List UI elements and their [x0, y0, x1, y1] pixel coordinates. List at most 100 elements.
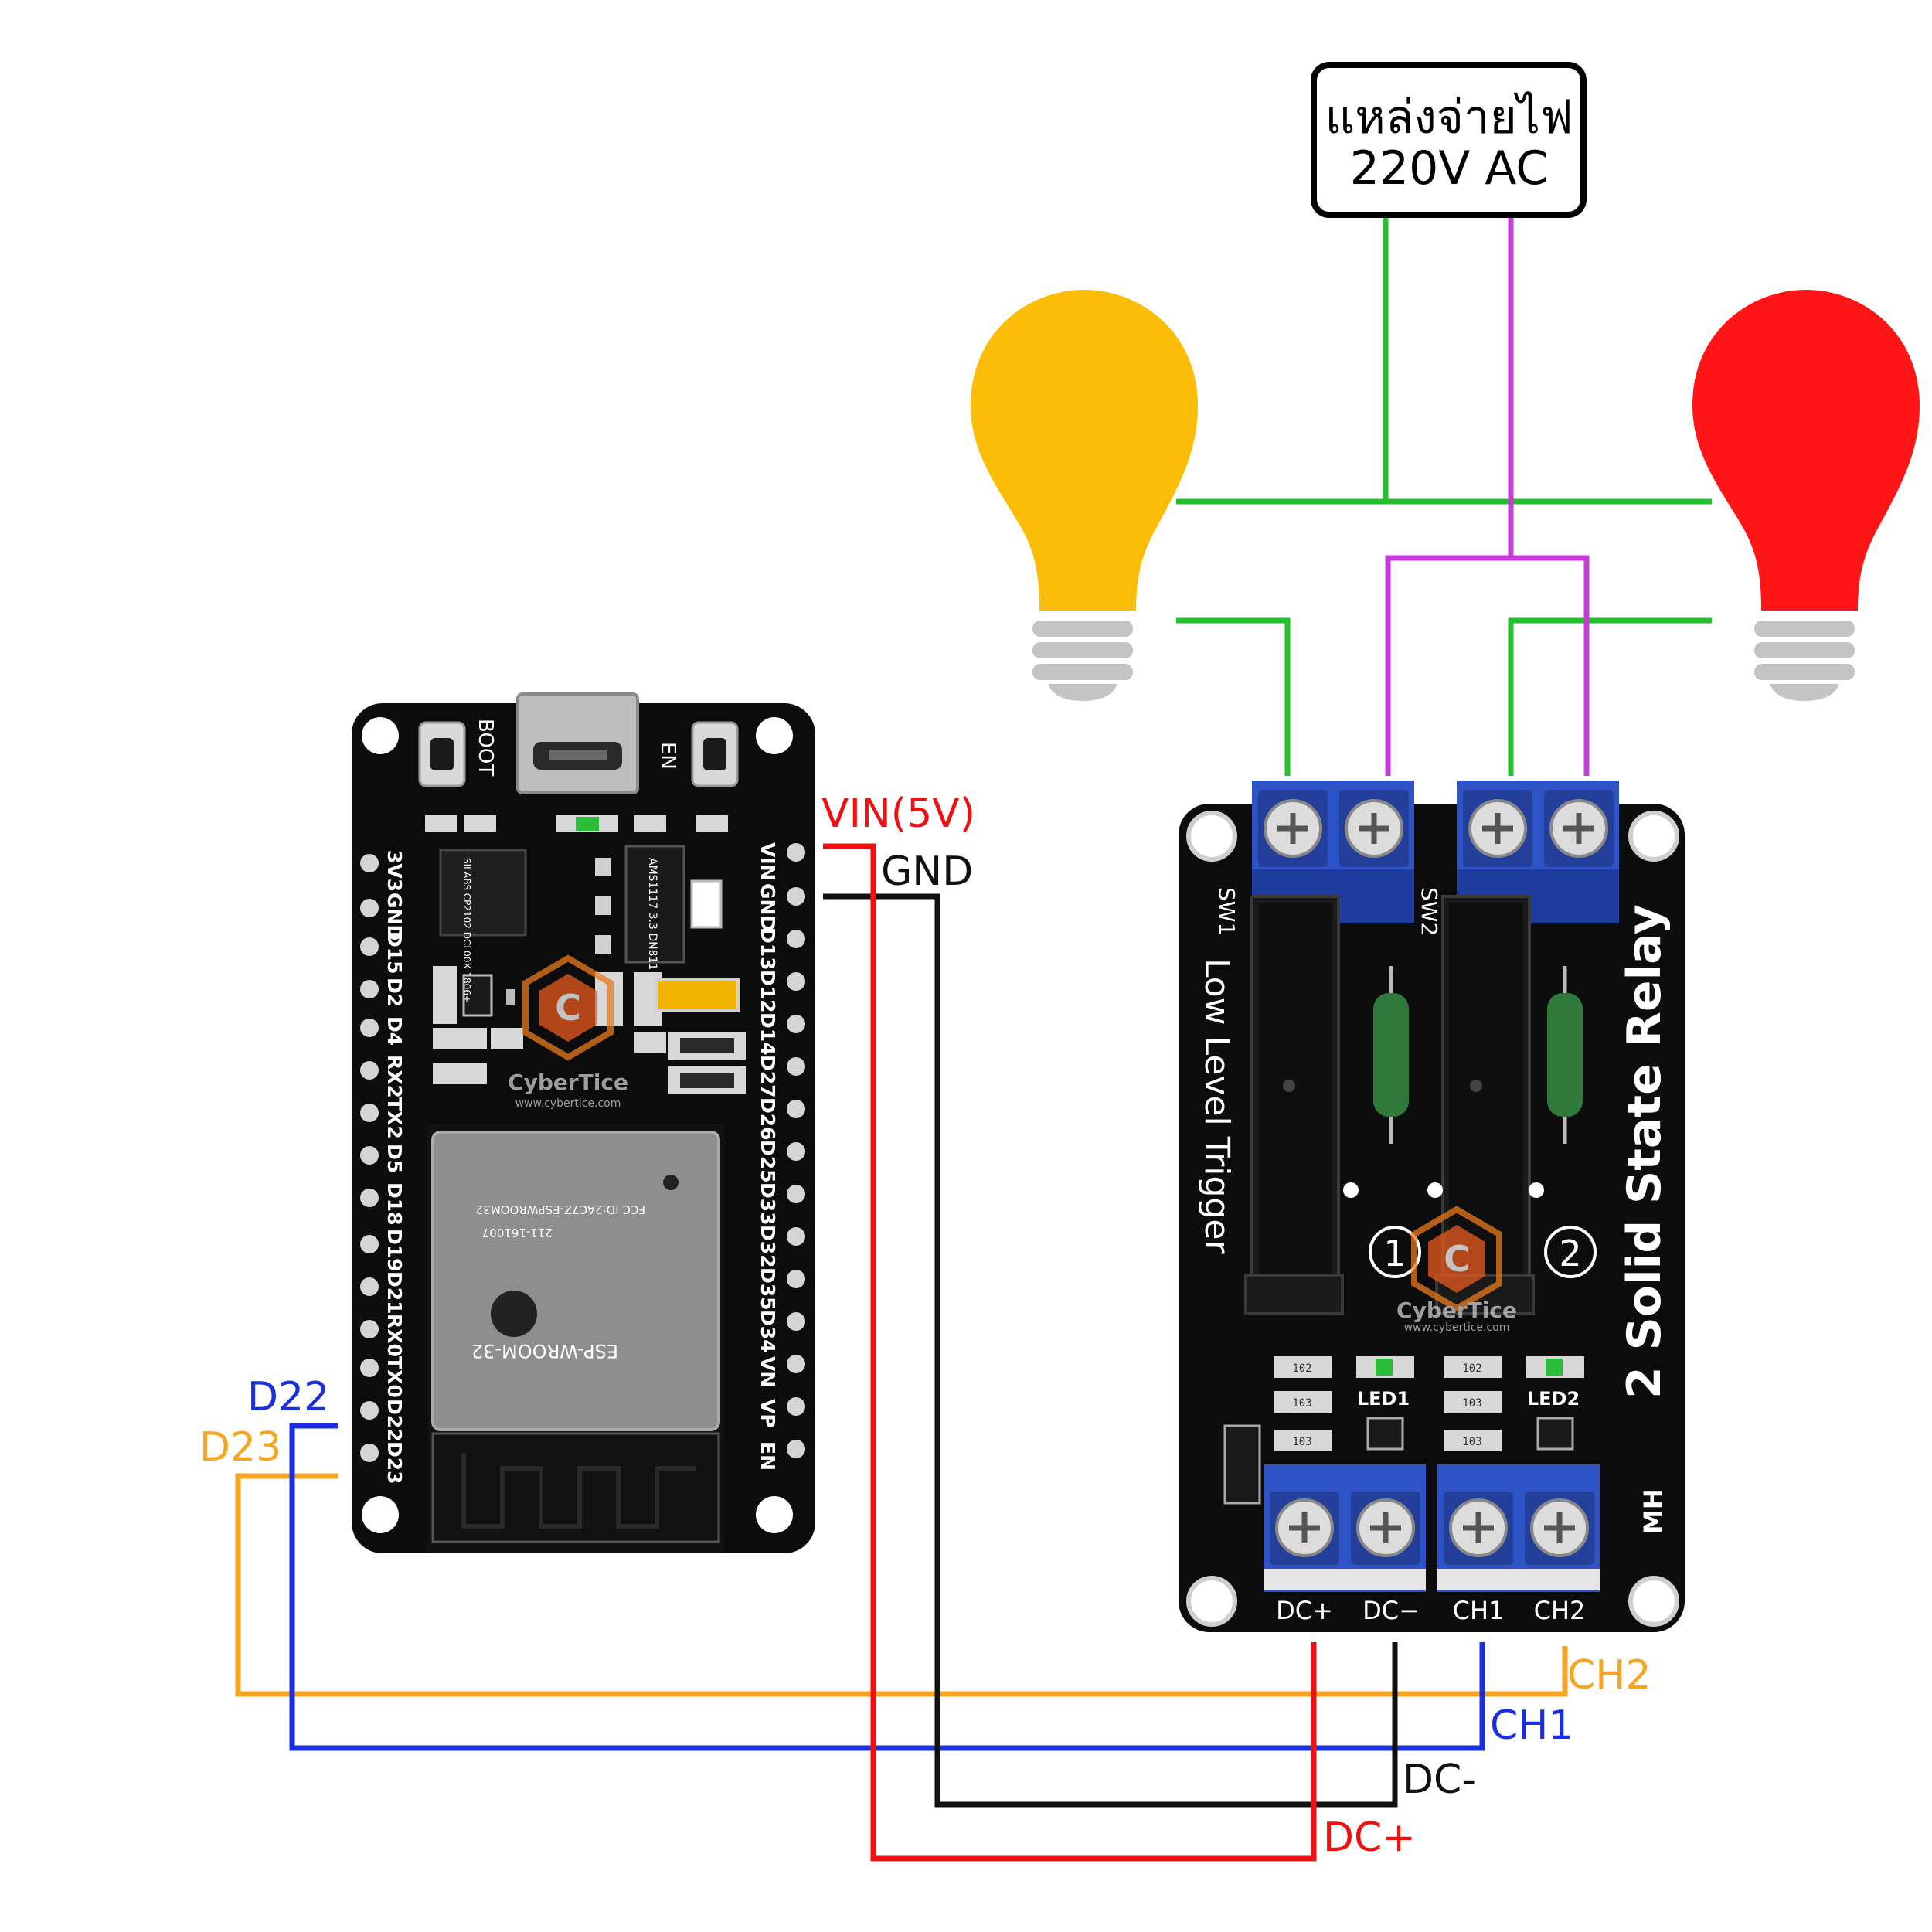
pin-label: VP: [757, 1399, 779, 1428]
pin-label: D5: [383, 1144, 406, 1173]
relay-smd-components: 102 103 103 102 103 103: [1223, 1356, 1584, 1505]
header-pin: [360, 899, 379, 917]
pin-label: D18: [383, 1182, 406, 1226]
led1-label: LED1: [1357, 1388, 1410, 1410]
pin-label: D15: [383, 931, 406, 975]
mount-hole: [1628, 811, 1679, 862]
esp-wroom-module: ESP-WROOM-32 FCC ID:2AC7Z-ESPWROOM32 211…: [427, 1124, 724, 1553]
via-hole: [1343, 1182, 1359, 1198]
pin-label: TX2: [383, 1097, 406, 1139]
terminal-block-dc: [1264, 1464, 1426, 1592]
pin-label: D22: [383, 1399, 406, 1442]
green-wire-red-to-sw2: [1508, 617, 1712, 776]
header-pin: [360, 1277, 379, 1296]
pin-label: GND: [757, 883, 779, 931]
red-wire-vin-dcplus: [823, 843, 1317, 1862]
pin-label: D23: [383, 1441, 406, 1485]
pin-label: D12: [757, 970, 779, 1013]
header-pin: [787, 1227, 805, 1246]
pin-label: D26: [757, 1097, 779, 1141]
watermark-url: www.cybertice.com: [515, 1097, 621, 1110]
boot-button[interactable]: [418, 721, 466, 787]
right-pin-header: [787, 843, 805, 1458]
orange-wire-d23-ch2: [235, 1473, 1568, 1697]
header-pin: [360, 937, 379, 956]
mount-hole: [756, 1496, 793, 1533]
header-pin: [787, 843, 805, 862]
boot-label: BOOT: [474, 719, 497, 776]
mount-hole: [1186, 1576, 1237, 1627]
regulator-marking: AMS1117 3.3 DN811: [646, 858, 658, 970]
sw2-label: SW2: [1417, 887, 1442, 936]
power-supply-label-voltage: 220V AC: [1350, 141, 1549, 196]
chip-marking: SILABS CP2102 DCL00X 1806+: [461, 858, 472, 1003]
channel-1-number: 1: [1383, 1233, 1406, 1274]
header-pin: [787, 1397, 805, 1416]
header-pin: [360, 1061, 379, 1080]
terminal-label-dc-plus: DC+: [1276, 1596, 1333, 1625]
mount-hole: [362, 717, 399, 754]
label-vin: VIN(5V): [821, 791, 975, 837]
left-pin-header: [360, 854, 379, 1462]
header-pin: [360, 1359, 379, 1377]
header-pin: [360, 1320, 379, 1338]
terminal-label-ch1: CH1: [1453, 1596, 1505, 1625]
header-pin: [787, 930, 805, 948]
en-label: EN: [656, 742, 679, 770]
watermark-brand: CyberTice: [508, 1070, 628, 1095]
usb-uart-chip: SILABS CP2102 DCL00X 1806+: [439, 849, 527, 1003]
via-hole: [1427, 1182, 1443, 1198]
label-d23: D23: [199, 1424, 281, 1471]
voltage-regulator: AMS1117 3.3 DN811: [595, 845, 723, 970]
esp32-board: BOOT EN: [352, 692, 815, 1553]
channel-1-marker: [1369, 1226, 1421, 1278]
header-pin: [787, 1142, 805, 1161]
mount-hole: [1186, 811, 1237, 862]
pin-label: D27: [757, 1055, 779, 1098]
header-pin: [360, 1189, 379, 1207]
header-pin: [360, 1104, 379, 1122]
pin-label: D14: [757, 1012, 779, 1056]
mh-label: MH: [1638, 1488, 1668, 1534]
pin-label: D33: [757, 1182, 779, 1226]
pin-label: D32: [757, 1225, 779, 1268]
mount-hole: [756, 717, 793, 754]
relay-title: 2 Solid State Relay: [1617, 904, 1672, 1399]
pin-label: TX0: [383, 1356, 406, 1398]
pin-label: D25: [757, 1140, 779, 1183]
header-pin: [360, 1401, 379, 1420]
pin-label: D34: [757, 1310, 779, 1353]
pin-label: VN: [757, 1356, 779, 1387]
pin-label: D13: [757, 927, 779, 971]
header-pin: [787, 887, 805, 906]
green-wire-yellow-to-sw1: [1176, 617, 1291, 776]
resistor-code: 103: [1462, 1436, 1481, 1448]
mount-hole: [362, 1496, 399, 1533]
en-button[interactable]: [691, 721, 739, 787]
header-pin: [787, 1185, 805, 1203]
dc-wiring: [235, 843, 1568, 1862]
watermark-letter-icon: C: [555, 987, 581, 1029]
label-dc-plus: DC+: [1323, 1815, 1416, 1861]
power-supply-label-thai: แหล่งจ่ายไฟ: [1325, 90, 1573, 145]
smd-components: [425, 815, 746, 1094]
sw1-label: SW1: [1214, 887, 1240, 936]
header-pin: [360, 1019, 379, 1037]
espressif-logo-icon: [491, 1291, 537, 1337]
blue-wire-d22-ch1: [289, 1423, 1485, 1751]
ac-wiring: [1176, 215, 1712, 776]
header-pin: [787, 1100, 805, 1118]
red-bulb-icon: [1692, 290, 1920, 701]
header-pin: [787, 1312, 805, 1331]
black-wire-gnd-dcminus: [823, 893, 1398, 1808]
cybertice-watermark: C CyberTice www.cybertice.com: [508, 954, 628, 1110]
resistor-code: 103: [1292, 1436, 1311, 1448]
solid-state-relay-board: SW1 SW2 1 2: [1179, 781, 1685, 1632]
header-pin: [360, 1146, 379, 1165]
label-d22: D22: [247, 1374, 329, 1420]
pin-label: D35: [757, 1267, 779, 1311]
power-supply-box: แหล่งจ่ายไฟ 220V AC: [1311, 62, 1587, 218]
watermark-letter-icon: C: [1444, 1238, 1470, 1280]
resistor-code: 102: [1292, 1362, 1311, 1375]
channel-2-number: 2: [1559, 1233, 1581, 1274]
